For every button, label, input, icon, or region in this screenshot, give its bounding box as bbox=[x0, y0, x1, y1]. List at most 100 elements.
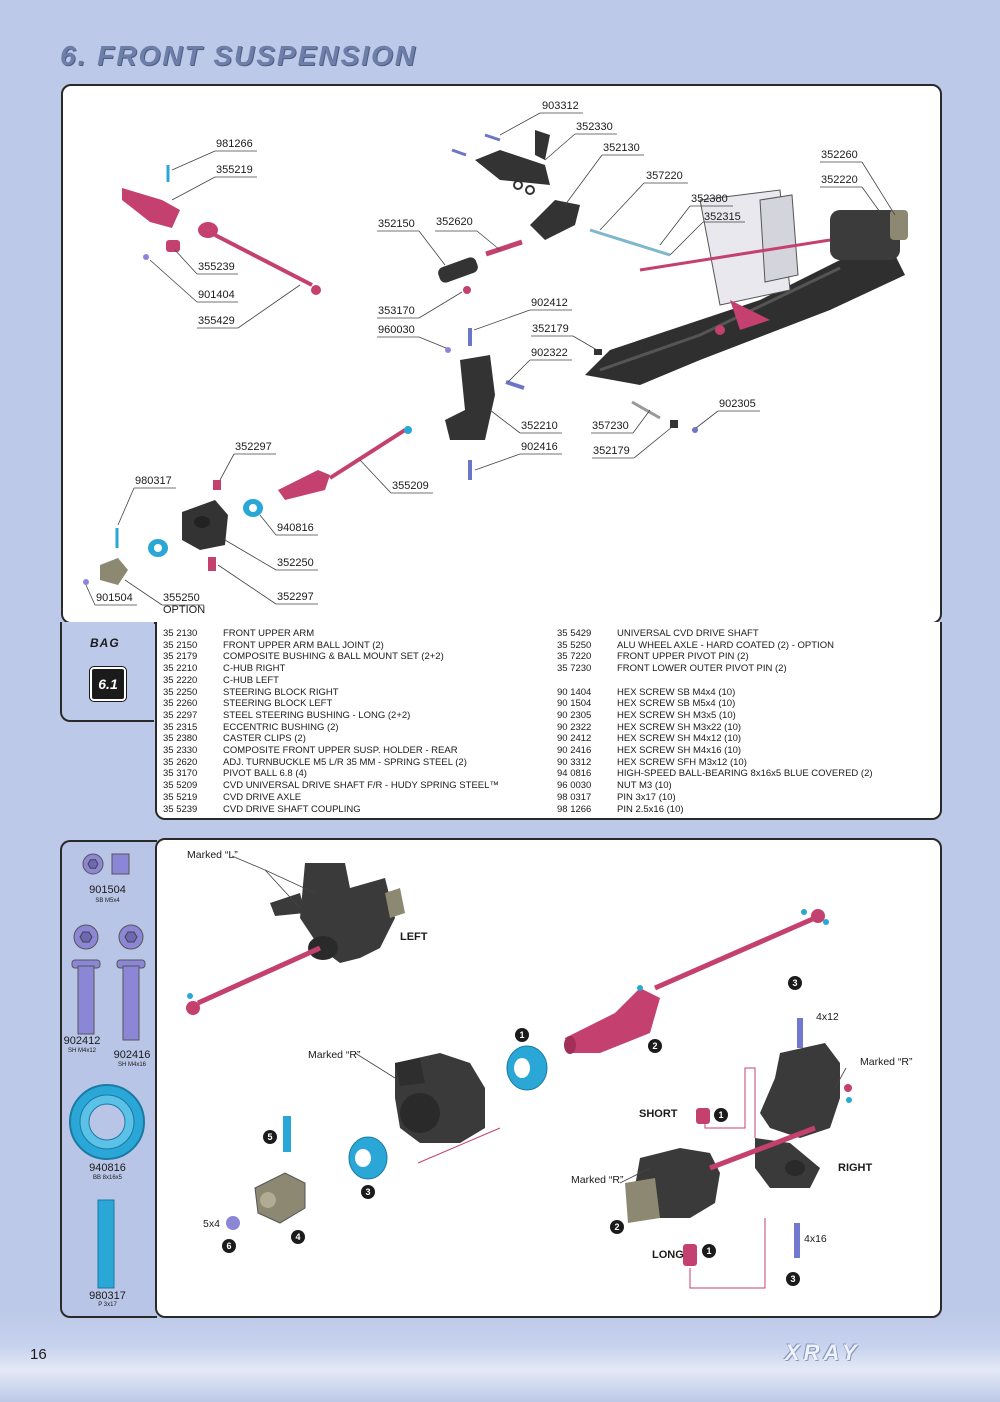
callout-357220: 357220 bbox=[646, 170, 683, 182]
size-4x12-label: 4x12 bbox=[816, 1011, 839, 1023]
callout-980317: 980317 bbox=[135, 475, 172, 487]
step-3-bearing: 3 bbox=[361, 1185, 375, 1199]
callout-352179-top: 352179 bbox=[532, 323, 569, 335]
page-number: 16 bbox=[30, 1346, 47, 1363]
part-description: UNIVERSAL CVD DRIVE SHAFT bbox=[617, 628, 759, 639]
side-label-901504: 901504 bbox=[89, 884, 126, 896]
step-1-short: 1 bbox=[714, 1108, 728, 1122]
part-number: 35 2130 bbox=[163, 628, 198, 639]
brand-logo: XRAY bbox=[785, 1340, 861, 1365]
part-description: ADJ. TURNBUCKLE M5 L/R 35 MM - SPRING ST… bbox=[223, 756, 467, 768]
part-number: 35 2220 bbox=[163, 674, 198, 686]
part-number: 35 7230 bbox=[557, 663, 592, 675]
side-spec-902412: SH M4x12 bbox=[67, 1048, 96, 1054]
part-description: HEX SCREW SB M4x4 (10) bbox=[617, 686, 736, 698]
part-number: 35 2330 bbox=[163, 745, 198, 757]
steering-block-right-illustration bbox=[395, 1053, 501, 1164]
wheel-axle-illustration bbox=[226, 1116, 306, 1230]
marked-r-note-lower: Marked “R” bbox=[571, 1174, 624, 1186]
step-1-long: 1 bbox=[702, 1244, 716, 1258]
part-number: 35 5429 bbox=[557, 628, 592, 639]
part-number: 35 5219 bbox=[163, 791, 198, 803]
step-4-axle: 4 bbox=[291, 1230, 305, 1244]
part-description: COMPOSITE FRONT UPPER SUSP. HOLDER - REA… bbox=[223, 745, 458, 757]
part-description: HEX SCREW SH M4x12 (10) bbox=[617, 733, 742, 745]
part-description: ECCENTRIC BUSHING (2) bbox=[223, 721, 339, 733]
right-c-hub-illustration bbox=[625, 1018, 852, 1289]
callout-352315: 352315 bbox=[704, 211, 741, 223]
part-number: 35 2260 bbox=[163, 698, 198, 710]
part-number: 35 7220 bbox=[557, 651, 592, 663]
part-description: C-HUB RIGHT bbox=[223, 663, 286, 675]
parts-row: 35 3170 PIVOT BALL 6.8 (4) bbox=[163, 768, 499, 780]
part-description: FRONT UPPER ARM bbox=[223, 628, 315, 639]
hex-screw-sh-m4x16-icon bbox=[116, 924, 146, 1041]
callout-357230: 357230 bbox=[592, 420, 629, 432]
part-description: HEX SCREW SH M3x5 (10) bbox=[617, 709, 736, 721]
callout-353170: 353170 bbox=[378, 305, 415, 317]
callout-355250: 355250 bbox=[163, 592, 200, 604]
step-1-bearing: 1 bbox=[515, 1028, 529, 1042]
bearing-2-illustration bbox=[348, 1136, 388, 1180]
step-2-shaft: 2 bbox=[648, 1039, 662, 1053]
part-description: PIN 3x17 (10) bbox=[617, 791, 676, 803]
callout-902412: 902412 bbox=[531, 297, 568, 309]
side-label-902412: 902412 bbox=[63, 1035, 101, 1047]
part-description: NUT M3 (10) bbox=[617, 780, 672, 792]
part-number: 35 2297 bbox=[163, 709, 198, 721]
assembly-drawing bbox=[186, 855, 852, 1289]
cvd-shaft-illustration bbox=[278, 426, 412, 500]
callout-352260: 352260 bbox=[821, 149, 858, 161]
exploded-view-drawing bbox=[83, 112, 908, 606]
callout-352220: 352220 bbox=[821, 174, 858, 186]
parts-row: 35 5429 UNIVERSAL CVD DRIVE SHAFT bbox=[557, 628, 873, 640]
page-title: 6. FRONT SUSPENSION bbox=[60, 40, 417, 71]
c-hub-illustration bbox=[445, 355, 495, 480]
part-description: PIVOT BALL 6.8 (4) bbox=[223, 768, 307, 780]
part-description: HEX SCREW SH M3x22 (10) bbox=[617, 721, 742, 733]
size-5x4-label: 5x4 bbox=[203, 1218, 220, 1230]
parts-row: 35 5209 CVD UNIVERSAL DRIVE SHAFT F/R - H… bbox=[163, 780, 499, 792]
part-number: 35 2315 bbox=[163, 721, 198, 733]
pin-3x17-icon bbox=[97, 1199, 115, 1289]
callout-352297-bottom: 352297 bbox=[277, 591, 314, 603]
side-spec-980317: P 3x17 bbox=[98, 1302, 117, 1308]
hex-screw-sh-m4x12-icon bbox=[71, 924, 101, 1035]
short-label: SHORT bbox=[639, 1108, 678, 1120]
ball-bearing-icon bbox=[69, 1084, 145, 1160]
parts-row: 35 2315 ECCENTRIC BUSHING (2) bbox=[163, 722, 499, 734]
right-label: RIGHT bbox=[838, 1162, 873, 1174]
step-5-pin: 5 bbox=[263, 1130, 277, 1144]
callout-352620: 352620 bbox=[436, 216, 473, 228]
hardware-icons bbox=[69, 853, 146, 1289]
callout-352130: 352130 bbox=[603, 142, 640, 154]
part-description: STEERING BLOCK RIGHT bbox=[223, 686, 339, 698]
part-description: CVD UNIVERSAL DRIVE SHAFT F/R - HUDY SPR… bbox=[223, 780, 499, 792]
part-description: ALU WHEEL AXLE - HARD COATED (2) - OPTIO… bbox=[617, 639, 834, 651]
part-number: 35 5209 bbox=[163, 780, 198, 792]
callout-903312: 903312 bbox=[542, 100, 579, 112]
step-2-axle: 2 bbox=[610, 1220, 624, 1234]
part-description: STEEL STEERING BUSHING - LONG (2+2) bbox=[223, 709, 411, 721]
part-description: HIGH-SPEED BALL-BEARING 8x16x5 BLUE COVE… bbox=[617, 768, 873, 780]
part-description: COMPOSITE BUSHING & BALL MOUNT SET (2+2) bbox=[223, 651, 444, 663]
size-4x16-label: 4x16 bbox=[804, 1233, 827, 1245]
callout-960030: 960030 bbox=[378, 324, 415, 336]
steering-block-illustration bbox=[83, 480, 263, 585]
part-number: 35 2620 bbox=[163, 756, 198, 768]
callout-981266: 981266 bbox=[216, 138, 253, 150]
part-number: 35 3170 bbox=[163, 768, 198, 780]
bag-number: 6.1 bbox=[89, 666, 127, 702]
